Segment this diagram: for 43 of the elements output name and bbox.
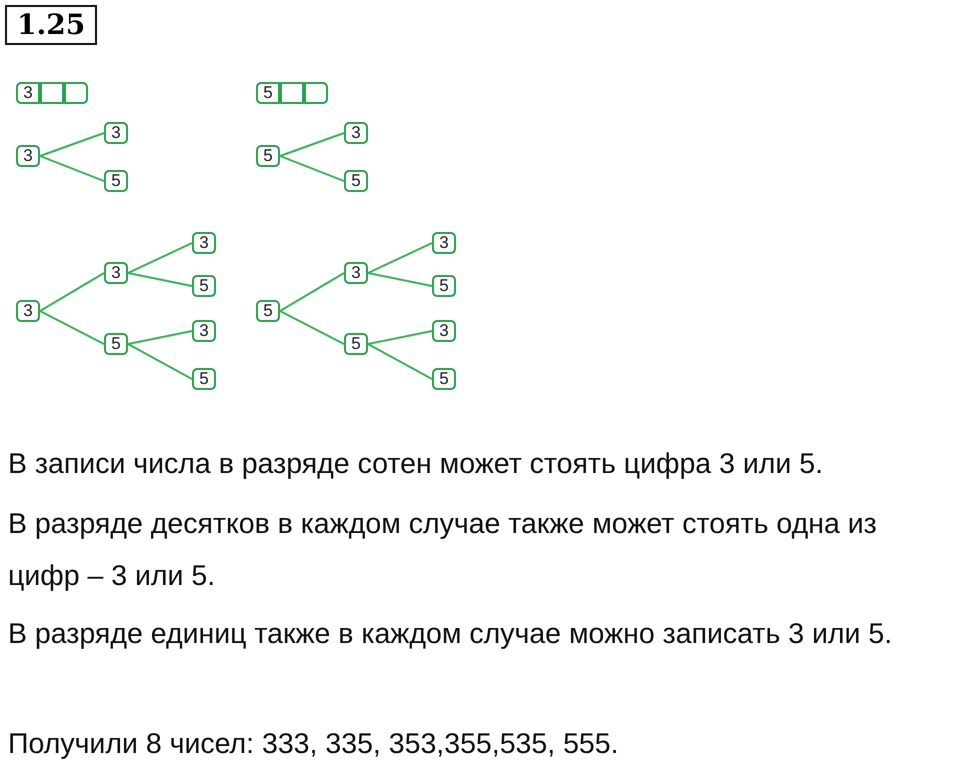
connector-line	[128, 330, 192, 345]
paragraph: Получили 8 чисел: 333, 335, 353,355,535, 555.	[8, 727, 620, 762]
digit-box: 5	[344, 170, 368, 192]
digit-box: 5	[192, 368, 216, 390]
digit-box: 3	[432, 232, 456, 254]
digit-box: 3	[192, 232, 216, 254]
digit-box: 3	[192, 320, 216, 342]
digit-box: 5	[256, 145, 280, 167]
digit-box: 3	[104, 122, 128, 144]
digit-box: 5	[432, 275, 456, 297]
connector-line	[40, 132, 104, 157]
connector-line	[368, 272, 432, 287]
connector-line	[279, 272, 345, 312]
connector-line	[39, 272, 105, 312]
digit-cell: 5	[256, 82, 280, 104]
connector-line	[368, 343, 432, 380]
connector-line	[128, 272, 192, 287]
paragraph: В разряде единиц также в каждом случае можно записать 3 или 5.	[8, 617, 894, 652]
problem-number: 1.25	[5, 5, 98, 45]
digit-box: 5	[104, 170, 128, 192]
digit-box: 3	[344, 122, 368, 144]
digit-box: 5	[192, 275, 216, 297]
connector-line	[40, 310, 104, 345]
connector-line	[128, 343, 192, 380]
digit-box: 3	[432, 320, 456, 342]
connector-line	[280, 310, 344, 345]
connector-line	[128, 242, 192, 274]
digit-box: 5	[104, 333, 128, 355]
digit-cell: 3	[16, 82, 40, 104]
digit-box: 5	[432, 368, 456, 390]
digit-box: 3	[104, 262, 128, 284]
connector-line	[368, 330, 432, 345]
connector-line	[368, 242, 432, 274]
paragraph: В разряде десятков в каждом случае также может стоять одна из цифр – 3 или 5.	[8, 507, 878, 594]
digit-box: 5	[344, 333, 368, 355]
paragraph: В записи числа в разряде сотен может стоять цифра 3 или 5.	[8, 447, 824, 482]
connector-line	[280, 132, 344, 157]
digit-box: 3	[16, 300, 40, 322]
digit-box: 3	[16, 145, 40, 167]
connector-line	[280, 155, 344, 182]
digit-box: 5	[256, 300, 280, 322]
connector-line	[40, 155, 104, 182]
digit-box: 3	[344, 262, 368, 284]
